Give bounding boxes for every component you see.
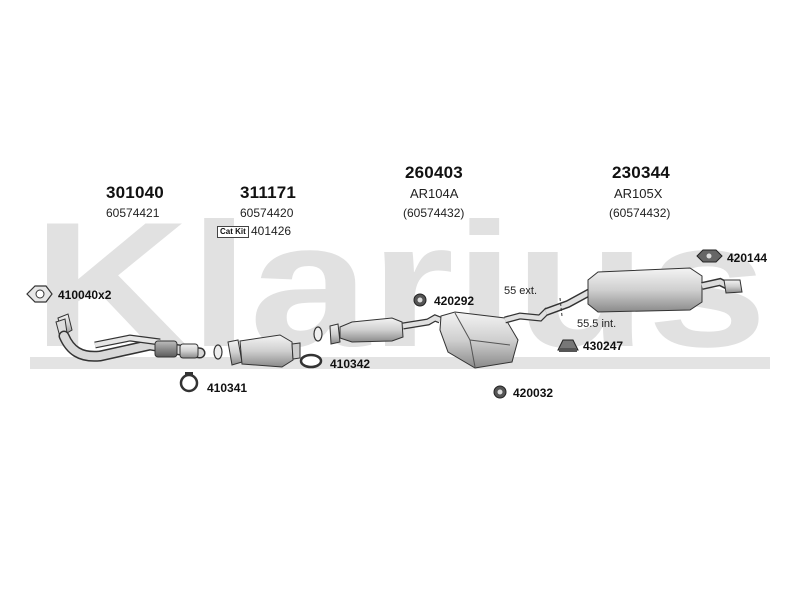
ref-60574432-a: (60574432) (403, 206, 465, 220)
ref-60574421: 60574421 (106, 206, 160, 220)
model-ar105x: AR105X (614, 186, 663, 201)
part-number-230344[interactable]: 230344 (612, 163, 670, 182)
catalytic-converter-311171[interactable] (227, 334, 301, 368)
label-430247[interactable]: 430247 (583, 339, 624, 353)
rear-silencer-230344[interactable] (544, 267, 743, 317)
ring-410341-icon[interactable] (179, 372, 199, 393)
ref-60574420: 60574420 (240, 206, 294, 220)
gasket-410040-icon[interactable] (26, 285, 53, 303)
label-420292[interactable]: 420292 (434, 294, 475, 308)
label-420032[interactable]: 420032 (513, 386, 554, 400)
label-420144[interactable]: 420144 (727, 251, 768, 265)
cat-kit-badge: Cat Kit (217, 226, 249, 238)
note-55-ext: 55 ext. (504, 285, 538, 297)
clamp-430247-icon[interactable] (557, 339, 579, 352)
clamp-410342-icon[interactable] (299, 353, 323, 369)
center-pipe-260403[interactable] (329, 307, 551, 369)
part-number-260403[interactable]: 260403 (405, 163, 463, 182)
rubber-420032-icon[interactable] (493, 385, 507, 399)
label-410342[interactable]: 410342 (330, 357, 371, 371)
mid-gasket-icon[interactable] (313, 326, 323, 342)
cat-gasket-icon[interactable] (213, 344, 223, 360)
model-ar104a: AR104A (410, 186, 459, 201)
cat-kit-number[interactable]: 401426 (251, 224, 292, 238)
label-410040x2[interactable]: 410040x2 (58, 288, 112, 302)
note-55-5-int: 55.5 int. (577, 318, 617, 330)
watermark-underline (30, 357, 770, 369)
rubber-420292-icon[interactable] (413, 293, 427, 307)
part-number-301040[interactable]: 301040 (106, 183, 164, 202)
front-pipe-301040[interactable] (55, 313, 206, 362)
part-number-311171[interactable]: 311171 (240, 183, 297, 202)
ref-60574432-b: (60574432) (609, 206, 671, 220)
label-410341[interactable]: 410341 (207, 381, 248, 395)
rubber-420144-icon[interactable] (696, 249, 723, 263)
